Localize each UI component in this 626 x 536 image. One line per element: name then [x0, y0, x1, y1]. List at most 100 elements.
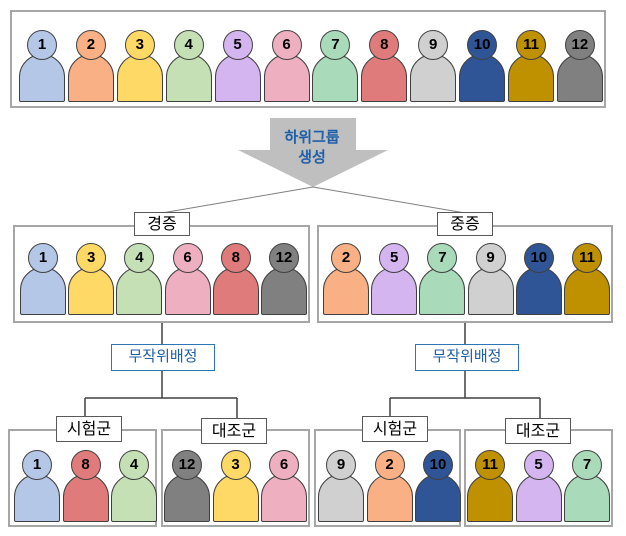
- person-number: 8: [369, 30, 400, 60]
- person-number: 11: [475, 450, 505, 480]
- person-body-icon: [68, 267, 115, 315]
- person-body-icon: [20, 267, 66, 315]
- person-number: 8: [70, 450, 101, 480]
- severe-control-person-5: 5: [515, 450, 562, 522]
- severe-person-10: 10: [515, 243, 562, 315]
- mild-treatment-label: 시험군: [56, 416, 122, 442]
- person-number: 5: [222, 30, 253, 60]
- person-number: 3: [220, 450, 251, 480]
- person-number: 10: [523, 243, 554, 273]
- person-number: 9: [475, 243, 506, 273]
- severe-person-7: 7: [419, 243, 466, 315]
- person-body-icon: [164, 474, 210, 522]
- person-body-icon: [263, 54, 310, 102]
- mild-person-3: 3: [68, 243, 115, 315]
- all-person-4: 4: [165, 30, 212, 102]
- severe-subgroup-label: 중증: [437, 212, 493, 236]
- person-number: 7: [320, 30, 351, 60]
- person-number: 1: [28, 243, 58, 273]
- person-body-icon: [515, 474, 562, 522]
- all-person-7: 7: [312, 30, 359, 102]
- person-number: 9: [418, 30, 449, 60]
- severe-control-label: 대조군: [505, 418, 571, 444]
- all-person-6: 6: [263, 30, 310, 102]
- person-body-icon: [19, 54, 65, 102]
- person-body-icon: [312, 54, 359, 102]
- person-body-icon: [419, 267, 466, 315]
- person-number: 11: [572, 243, 602, 273]
- person-body-icon: [515, 267, 562, 315]
- severe-randomize-label: 무작위배정: [415, 344, 519, 371]
- person-number: 6: [269, 450, 299, 480]
- all-person-5: 5: [214, 30, 261, 102]
- person-body-icon: [361, 54, 408, 102]
- mild-person-6: 6: [164, 243, 211, 315]
- person-number: 8: [220, 243, 251, 273]
- person-body-icon: [459, 54, 506, 102]
- person-body-icon: [62, 474, 109, 522]
- person-body-icon: [556, 54, 603, 102]
- person-body-icon: [564, 474, 610, 522]
- person-body-icon: [371, 267, 418, 315]
- mild-control-person-6: 6: [261, 450, 307, 522]
- mild-randomize-label: 무작위배정: [111, 344, 215, 371]
- subgroup-arrow-label-1: 하위그룹: [284, 128, 340, 146]
- person-body-icon: [164, 267, 211, 315]
- person-body-icon: [214, 54, 261, 102]
- person-body-icon: [467, 474, 513, 522]
- person-number: 12: [564, 30, 595, 60]
- person-body-icon: [318, 474, 364, 522]
- person-number: 5: [379, 243, 410, 273]
- all-person-3: 3: [116, 30, 163, 102]
- person-number: 3: [76, 243, 107, 273]
- person-number: 12: [269, 243, 299, 273]
- person-body-icon: [67, 54, 114, 102]
- person-body-icon: [508, 54, 554, 102]
- mild-person-1: 1: [20, 243, 66, 315]
- person-number: 3: [124, 30, 155, 60]
- person-body-icon: [261, 474, 307, 522]
- mild-treatment-person-8: 8: [62, 450, 109, 522]
- person-number: 6: [271, 30, 302, 60]
- all-person-8: 8: [361, 30, 408, 102]
- person-body-icon: [116, 267, 163, 315]
- severe-person-2: 2: [323, 243, 369, 315]
- severe-treatment-person-2: 2: [366, 450, 413, 522]
- mild-treatment-person-4: 4: [111, 450, 157, 522]
- person-body-icon: [467, 267, 514, 315]
- all-person-10: 10: [459, 30, 506, 102]
- person-body-icon: [212, 474, 259, 522]
- person-body-icon: [415, 474, 461, 522]
- person-body-icon: [111, 474, 157, 522]
- person-body-icon: [564, 267, 610, 315]
- mild-person-4: 4: [116, 243, 163, 315]
- person-number: 7: [427, 243, 458, 273]
- mild-treatment-person-1: 1: [14, 450, 60, 522]
- person-body-icon: [366, 474, 413, 522]
- person-number: 12: [172, 450, 202, 480]
- severe-control-person-11: 11: [467, 450, 513, 522]
- all-person-9: 9: [410, 30, 457, 102]
- severe-person-5: 5: [371, 243, 418, 315]
- person-number: 10: [467, 30, 498, 60]
- person-number: 6: [172, 243, 203, 273]
- person-number: 4: [124, 243, 155, 273]
- severe-control-person-7: 7: [564, 450, 610, 522]
- person-number: 1: [27, 30, 57, 60]
- mild-person-12: 12: [261, 243, 307, 315]
- person-body-icon: [165, 54, 212, 102]
- person-number: 9: [326, 450, 356, 480]
- all-person-11: 11: [508, 30, 554, 102]
- person-number: 4: [119, 450, 149, 480]
- person-number: 2: [75, 30, 106, 60]
- all-person-12: 12: [556, 30, 603, 102]
- all-person-2: 2: [67, 30, 114, 102]
- mild-person-8: 8: [212, 243, 259, 315]
- person-number: 4: [173, 30, 204, 60]
- person-number: 11: [516, 30, 546, 60]
- person-body-icon: [14, 474, 60, 522]
- severe-person-9: 9: [467, 243, 514, 315]
- person-body-icon: [323, 267, 369, 315]
- person-number: 1: [22, 450, 52, 480]
